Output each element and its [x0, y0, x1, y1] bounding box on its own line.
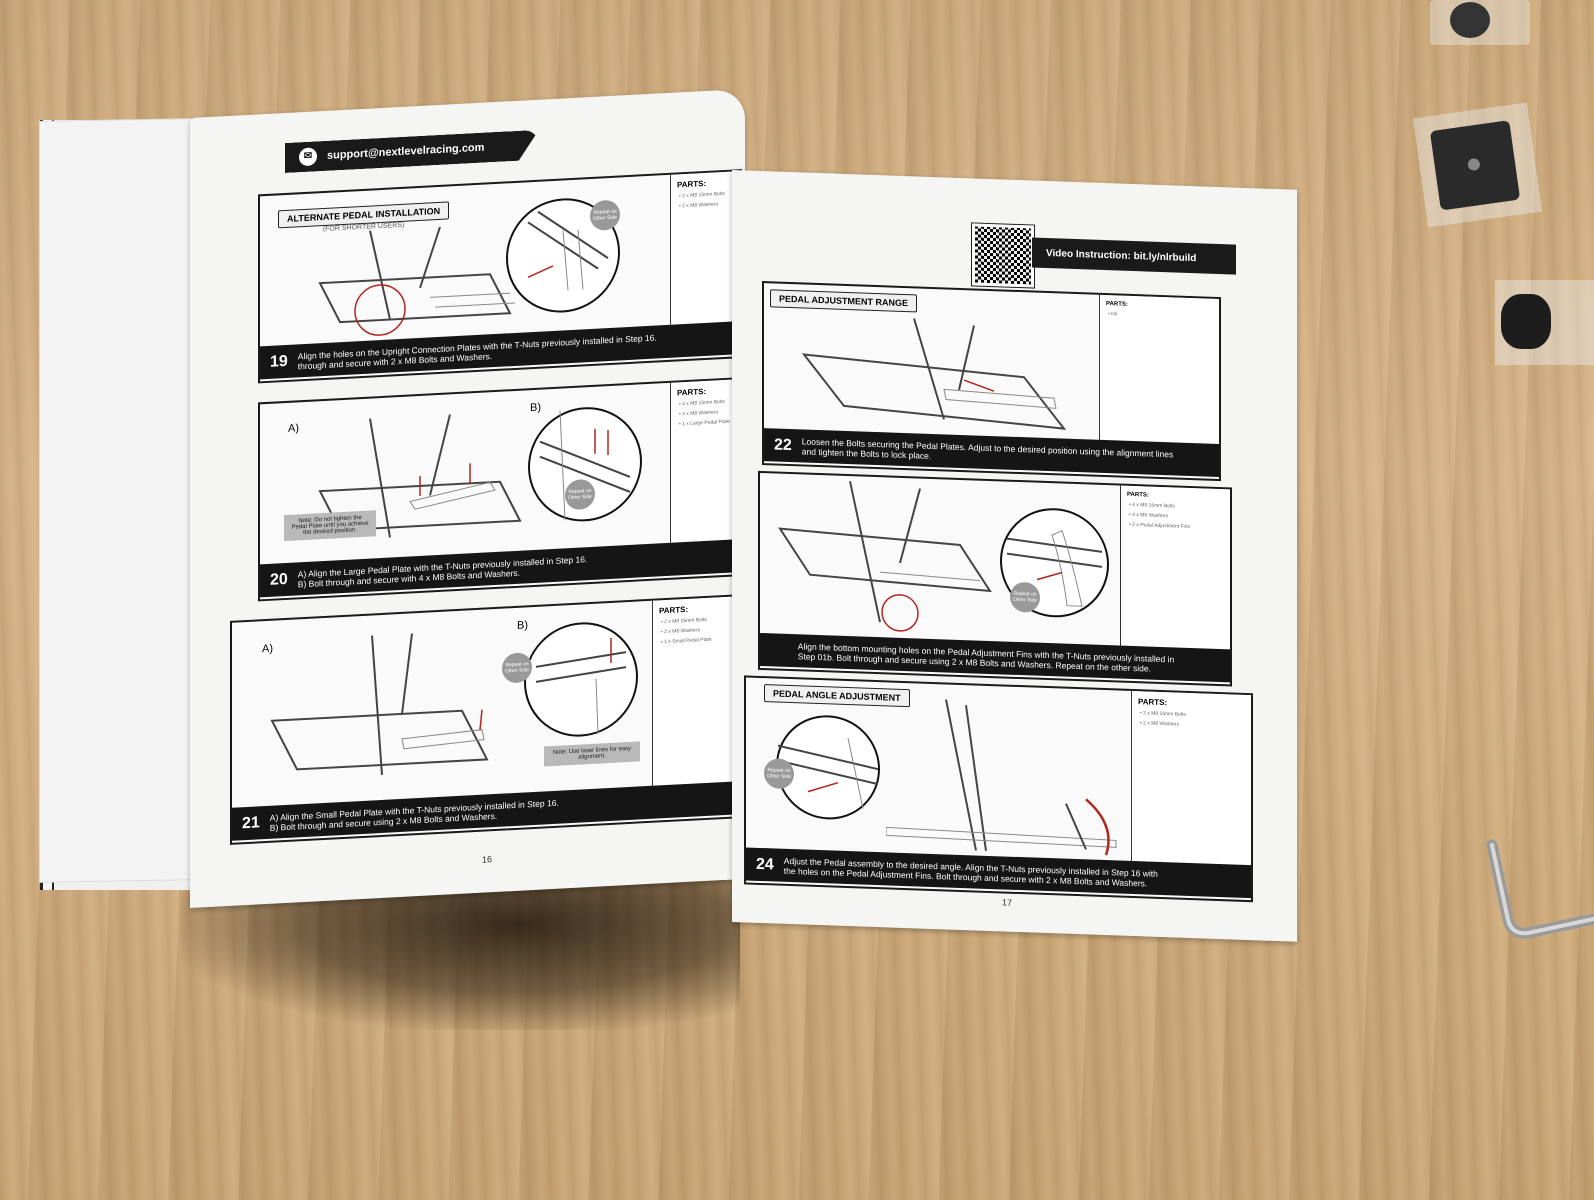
step-23-parts: PARTS: • 4 x M8 16mm Bolts • 4 x M8 Wash…	[1120, 485, 1231, 650]
manual-page-right: Video Instruction: bit.ly/nlrbuild PEDAL…	[732, 170, 1297, 942]
step-23-diagram	[778, 480, 992, 632]
step-21-panel: A) B) Repeat on Other Side Note: Use las…	[230, 593, 744, 845]
step-24-repeat-badge: Repeat on Other Side	[764, 758, 794, 790]
hardware-bag-plate	[1412, 102, 1543, 228]
step-23-repeat-badge: Repeat on Other Side	[1010, 581, 1040, 613]
step-23-panel: Repeat on Other Side PARTS: • 4 x M8 16m…	[758, 470, 1232, 687]
step-20-note: Note: Do not tighten the Pedal Plate unt…	[284, 510, 376, 542]
step-24-zoom	[776, 713, 880, 822]
step-20-panel: A) B) Note: Do not tighten the Pedal Pla…	[258, 377, 742, 602]
step-22-panel: PEDAL ADJUSTMENT RANGE PARTS: • Nil 22 L…	[762, 281, 1221, 482]
mail-icon: ✉	[299, 147, 317, 166]
qr-code	[971, 222, 1035, 289]
step-20-number: 20	[270, 570, 288, 589]
step-19-panel: ALTERNATE PEDAL INSTALLATION (FOR SHORTE…	[258, 169, 742, 384]
support-email: support@nextlevelracing.com	[327, 141, 485, 162]
step-20-label-a: A)	[288, 422, 299, 435]
video-banner: Video Instruction: bit.ly/nlrbuild	[1032, 237, 1236, 275]
support-banner: ✉ support@nextlevelracing.com	[285, 130, 539, 173]
step-24-diagram	[886, 699, 1117, 856]
step-21-number: 21	[242, 813, 260, 832]
step-19-diagram	[318, 226, 515, 336]
step-22-title: PEDAL ADJUSTMENT RANGE	[770, 289, 918, 313]
step-21-parts: PARTS: • 2 x M8 16mm Bolts • 2 x M8 Wash…	[652, 596, 743, 786]
step-20-zoom	[528, 404, 642, 525]
video-instruction-text: Video Instruction: bit.ly/nlrbuild	[1046, 247, 1197, 264]
allen-key	[1480, 835, 1594, 945]
step-21-note: Note: Use laser lines for easy alignment…	[544, 741, 640, 767]
step-24-parts: PARTS: • 2 x M8 16mm Bolts • 2 x M8 Wash…	[1131, 690, 1252, 866]
step-22-parts: PARTS: • Nil	[1099, 294, 1220, 445]
video-header: Video Instruction: bit.ly/nlrbuild	[971, 222, 1236, 290]
manual-page-left: ✉ support@nextlevelracing.com ALTERNATE …	[190, 88, 745, 908]
page-number-17: 17	[1002, 897, 1013, 908]
step-19-zoom	[506, 195, 620, 316]
step-23-zoom	[1000, 506, 1109, 620]
step-22-number: 22	[774, 435, 792, 454]
step-21-zoom	[524, 619, 638, 740]
step-21-diagram	[270, 633, 489, 776]
page-number-16: 16	[482, 854, 493, 865]
step-19-parts: PARTS: • 2 x M8 16mm Bolts • 2 x M8 Wash…	[670, 171, 741, 325]
hardware-bag-top	[1430, 0, 1530, 45]
step-22-diagram	[801, 318, 1067, 430]
step-19-number: 19	[270, 352, 288, 371]
hardware-bag-nuts	[1495, 280, 1594, 365]
step-24-number: 24	[756, 855, 774, 873]
booklet-shadow	[180, 880, 740, 1030]
step-24-panel: PEDAL ANGLE ADJUSTMENT Repeat on Other S…	[744, 675, 1253, 903]
step-20-parts: PARTS: • 4 x M8 16mm Bolts • 4 x M8 Wash…	[670, 379, 741, 543]
